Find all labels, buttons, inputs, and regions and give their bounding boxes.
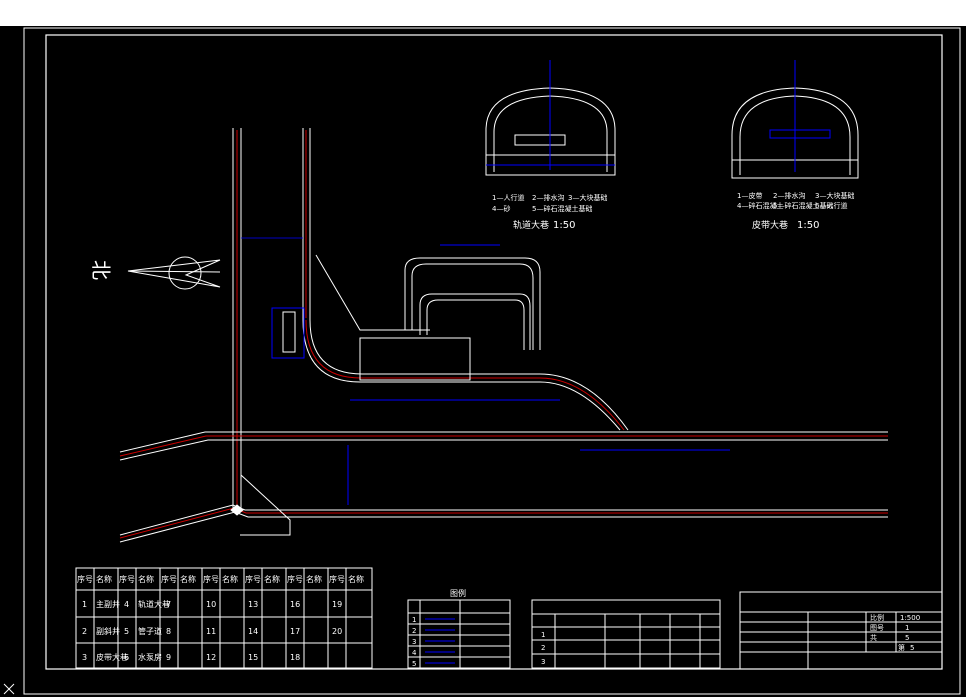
structure-header-13: 序号 (329, 574, 345, 584)
structure-header-3: 序号 (119, 574, 135, 584)
structure-header-14: 名称 (348, 574, 364, 584)
structure-header-7: 序号 (203, 574, 219, 584)
scale-label: 比例 (870, 613, 884, 622)
structure-header-4: 名称 (138, 574, 154, 584)
structure-cell: 9 (166, 653, 171, 662)
structure-cell: 水泵房 (138, 652, 162, 662)
section-left-legend-1: 1—人行道 (492, 193, 524, 202)
structure-cell: 20 (332, 627, 342, 636)
page-label: 第 (898, 643, 905, 652)
structure-cell: 14 (248, 627, 258, 636)
structure-header-11: 序号 (287, 574, 303, 584)
section-right-legend-1: 1—皮带 (737, 191, 762, 200)
count-label: 共 (870, 633, 877, 642)
section-right-legend-5: 5—碎石混凝土基础 (773, 201, 833, 210)
structure-cell: 11 (206, 627, 216, 636)
structure-cell: 18 (290, 653, 300, 662)
structure-table (75, 567, 373, 669)
structure-cell: 皮带大巷 (96, 652, 128, 662)
sheet-value: 1 (905, 624, 909, 632)
page-value: 5 (910, 644, 914, 652)
param-row-3: 3 (541, 658, 545, 666)
section-left-title: 轨道大巷 (513, 219, 549, 231)
structure-header-12: 名称 (306, 574, 322, 584)
structure-cell: 16 (290, 600, 300, 609)
structure-cell: 2 (82, 627, 87, 636)
legend-table (407, 599, 511, 669)
structure-header-9: 序号 (245, 574, 261, 584)
section-left (485, 60, 616, 176)
param-row-2: 2 (541, 644, 545, 652)
structure-header-8: 名称 (222, 574, 238, 584)
structure-cell: 8 (166, 627, 171, 636)
sheet-label: 图号 (870, 624, 884, 632)
structure-cell: 17 (290, 627, 300, 636)
scale-value: 1:500 (900, 614, 920, 622)
structure-cell: 管子道 (138, 626, 162, 636)
ucs-icon (3, 683, 15, 695)
structure-cell: 6 (124, 653, 129, 662)
section-left-legend-3: 3—大块基础 (568, 193, 607, 202)
structure-header-1: 序号 (77, 574, 93, 584)
section-left-legend-4: 4—砂 (492, 204, 510, 213)
count-value: 5 (905, 634, 909, 642)
legend-row-5: 5 (412, 660, 416, 668)
structure-cell: 1 (82, 600, 87, 609)
top-white-strip (0, 0, 966, 26)
section-right-legend-4: 4—碎石混凝土 (737, 201, 783, 210)
param-table (531, 599, 721, 669)
structure-cell: 10 (206, 600, 216, 609)
inner-frame (45, 34, 943, 670)
section-right-scale: 1:50 (797, 220, 819, 231)
north-label: 北 (89, 260, 113, 280)
legend-title: 图例 (450, 588, 466, 598)
structure-cell: 12 (206, 653, 216, 662)
section-right (731, 60, 859, 179)
legend-row-2: 2 (412, 627, 416, 635)
section-right-legend-3: 3—大块基础 (815, 191, 854, 200)
section-left-legend-2: 2—排水沟 (532, 193, 564, 202)
outer-border (23, 27, 961, 695)
param-row-1: 1 (541, 631, 545, 639)
structure-cell: 4 (124, 600, 129, 609)
section-right-title: 皮带大巷 (752, 219, 788, 231)
legend-row-4: 4 (412, 649, 417, 657)
structure-header-2: 名称 (96, 574, 112, 584)
structure-header-10: 名称 (264, 574, 280, 584)
legend-row-1: 1 (412, 616, 416, 624)
section-left-scale: 1:50 (553, 220, 575, 231)
structure-cell: 19 (332, 600, 342, 609)
legend-row-3: 3 (412, 638, 416, 646)
structure-cell: 3 (82, 653, 87, 662)
structure-header-6: 名称 (180, 574, 196, 584)
structure-cell: 轨道大巷 (138, 599, 170, 609)
structure-cell: 副斜井 (96, 626, 120, 636)
structure-cell: 主副井 (96, 599, 120, 609)
section-right-legend-6: 6—人行道 (815, 201, 847, 210)
structure-cell: 13 (248, 600, 258, 609)
title-block (739, 591, 943, 670)
section-left-legend-5: 5—碎石混凝土基础 (532, 204, 592, 213)
structure-cell: 7 (166, 600, 171, 609)
section-right-legend-2: 2—排水沟 (773, 191, 805, 200)
north-arrow: 北 (89, 256, 221, 290)
structure-cell: 15 (248, 653, 258, 662)
roadways (119, 128, 888, 543)
structure-header-5: 序号 (161, 574, 177, 584)
structure-cell: 5 (124, 627, 129, 636)
